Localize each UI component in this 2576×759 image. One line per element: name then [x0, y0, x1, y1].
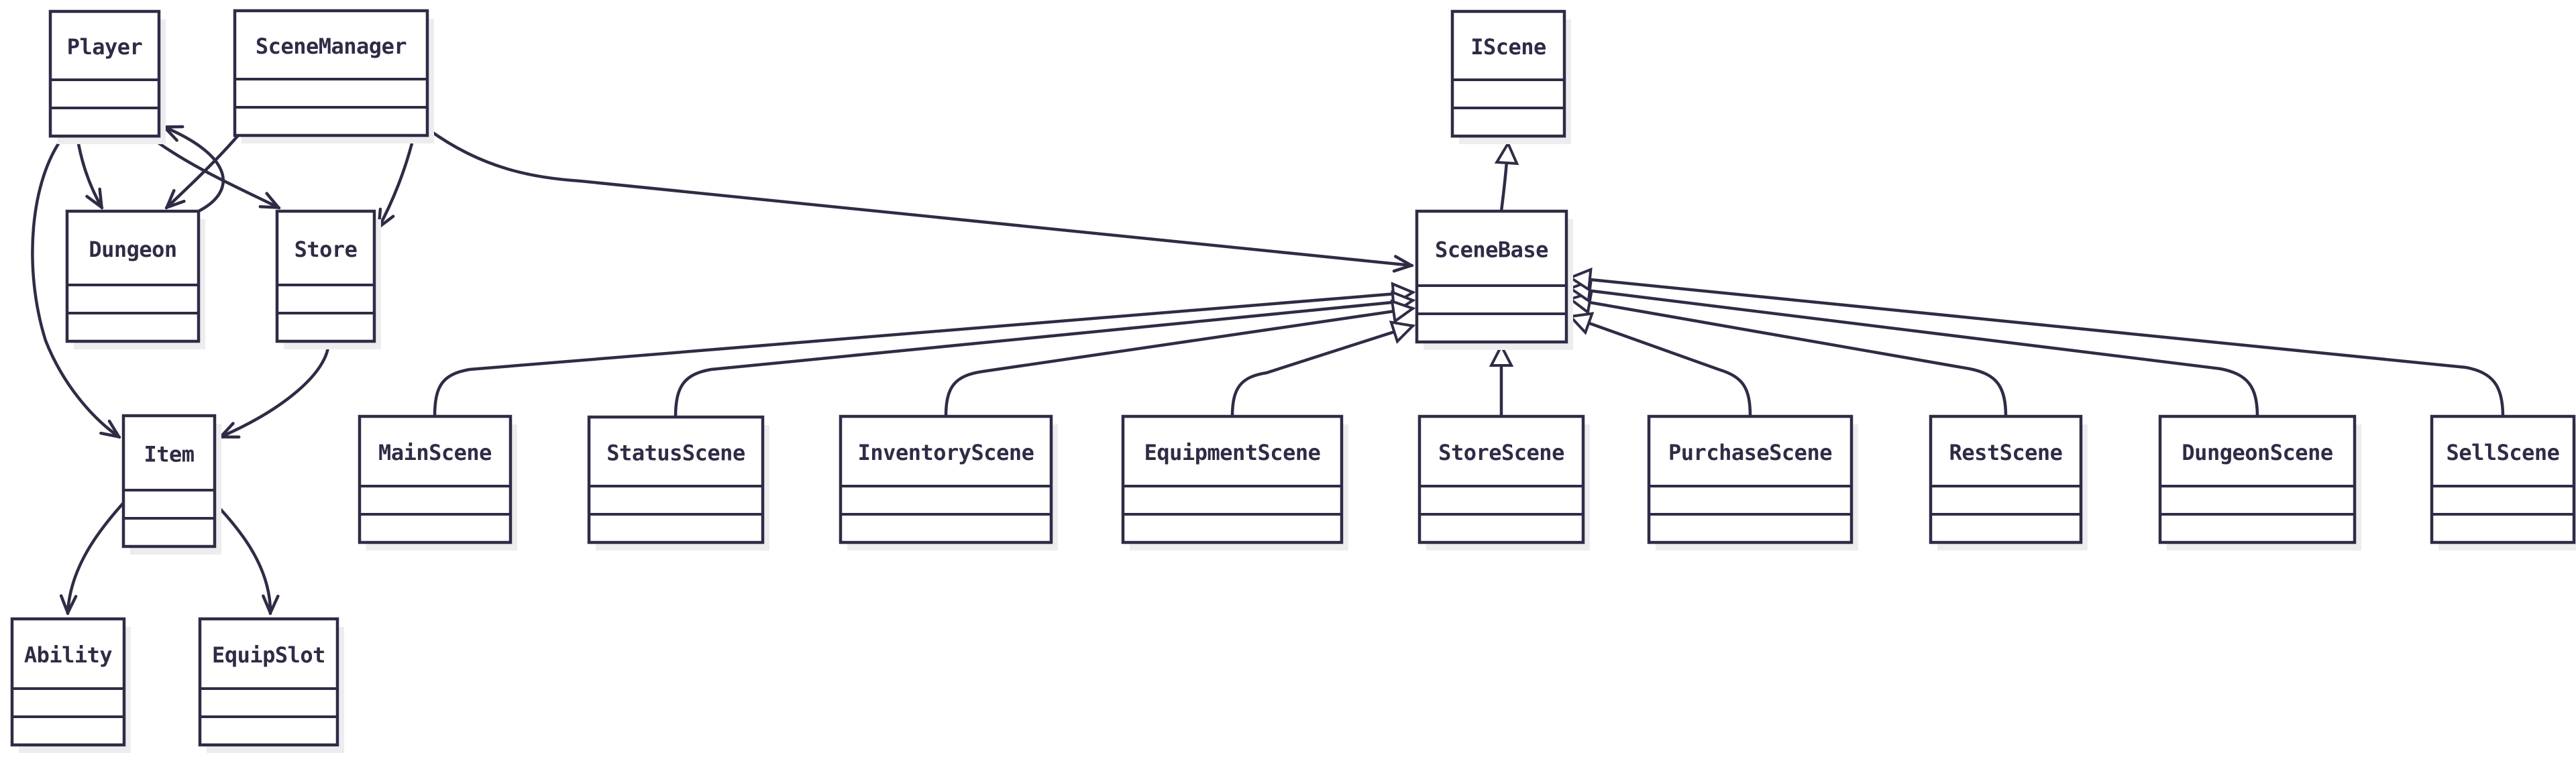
class-node-mainScene: MainScene	[358, 414, 517, 550]
class-title-sceneManager: SceneManager	[256, 34, 407, 59]
class-box-purchaseScene	[1647, 414, 1854, 544]
class-node-sceneBase: SceneBase	[1415, 209, 1573, 350]
class-title-store: Store	[294, 237, 358, 262]
class-box-iscene	[1450, 9, 1566, 138]
class-node-item: Item	[121, 414, 221, 554]
edge-mainScene-sceneBase-inheritance	[433, 282, 1416, 418]
edge-restScene-sceneBase-inheritance	[1567, 290, 2008, 418]
class-node-restScene: RestScene	[1929, 414, 2088, 550]
class-box-storeScene	[1417, 414, 1585, 544]
class-box-statusScene	[587, 415, 765, 544]
class-box-restScene	[1929, 414, 2083, 544]
class-box-mainScene	[358, 414, 513, 544]
edge-dungeon-player-dependency	[162, 125, 225, 213]
class-node-statusScene: StatusScene	[587, 415, 769, 550]
class-node-player: Player	[48, 9, 166, 144]
edge-inventoryScene-sceneBase-inheritance	[944, 299, 1416, 418]
class-title-player: Player	[67, 34, 143, 60]
class-title-sellScene: SellScene	[2447, 440, 2560, 465]
edge-store-item-dependency	[218, 339, 331, 439]
class-title-dungeon: Dungeon	[89, 237, 176, 262]
class-node-equipmentScene: EquipmentScene	[1121, 414, 1348, 550]
edge-equipmentScene-sceneBase-inheritance	[1230, 320, 1416, 418]
class-title-ability: Ability	[24, 642, 113, 668]
edge-dungeonScene-sceneBase-inheritance	[1567, 278, 2259, 418]
class-box-sellScene	[2430, 414, 2576, 544]
class-node-inventoryScene: InventoryScene	[839, 414, 1058, 550]
edge-item-ability-dependency	[59, 501, 125, 616]
class-node-ability: Ability	[10, 617, 131, 753]
class-title-item: Item	[144, 442, 194, 467]
class-box-inventoryScene	[839, 414, 1053, 544]
edge-purchaseScene-sceneBase-inheritance	[1567, 312, 1752, 418]
class-title-storeScene: StoreScene	[1438, 440, 1564, 465]
edge-player-item-dependency	[31, 134, 121, 439]
class-box-dungeon	[65, 209, 201, 343]
class-box-ability	[10, 617, 126, 747]
class-box-sceneBase	[1415, 209, 1568, 344]
class-title-dungeonScene: DungeonScene	[2182, 440, 2332, 465]
edge-item-equipSlot-dependency	[213, 501, 280, 616]
class-node-sceneManager: SceneManager	[233, 9, 434, 143]
edge-player-dungeon-dependency	[75, 134, 104, 210]
class-title-inventoryScene: InventoryScene	[858, 440, 1034, 465]
class-title-statusScene: StatusScene	[606, 441, 745, 466]
class-title-purchaseScene: PurchaseScene	[1668, 440, 1832, 465]
edge-player-store-dependency	[147, 134, 281, 210]
class-title-sceneBase: SceneBase	[1435, 237, 1548, 263]
class-box-item	[121, 414, 217, 548]
class-node-sellScene: SellScene	[2430, 414, 2576, 550]
class-node-equipSlot: EquipSlot	[198, 617, 344, 753]
class-box-sceneManager	[233, 9, 429, 137]
edge-sceneManager-sceneBase-dependency	[427, 128, 1414, 273]
edge-layer	[31, 125, 2505, 616]
class-box-store	[275, 209, 376, 343]
class-title-equipmentScene: EquipmentScene	[1144, 440, 1321, 465]
edge-statusScene-sceneBase-inheritance	[674, 290, 1416, 419]
class-title-equipSlot: EquipSlot	[212, 642, 325, 668]
class-title-mainScene: MainScene	[378, 440, 492, 465]
class-node-dungeonScene: DungeonScene	[2158, 414, 2361, 550]
edge-sceneBase-iscene-inheritance	[1494, 140, 1519, 213]
edge-sceneManager-store-dependency	[376, 133, 416, 230]
class-node-purchaseScene: PurchaseScene	[1647, 414, 1858, 550]
class-box-player	[48, 9, 161, 138]
class-title-restScene: RestScene	[1949, 440, 2063, 465]
edge-sceneManager-dungeon-dependency	[164, 133, 240, 210]
class-node-iscene: IScene	[1450, 9, 1571, 144]
edge-sellScene-sceneBase-inheritance	[1567, 267, 2505, 418]
class-node-dungeon: Dungeon	[65, 209, 205, 349]
class-box-equipSlot	[198, 617, 339, 747]
class-title-iscene: IScene	[1470, 34, 1546, 60]
class-node-store: Store	[275, 209, 381, 349]
class-box-equipmentScene	[1121, 414, 1344, 544]
class-box-dungeonScene	[2158, 414, 2357, 544]
class-node-storeScene: StoreScene	[1417, 414, 1590, 550]
